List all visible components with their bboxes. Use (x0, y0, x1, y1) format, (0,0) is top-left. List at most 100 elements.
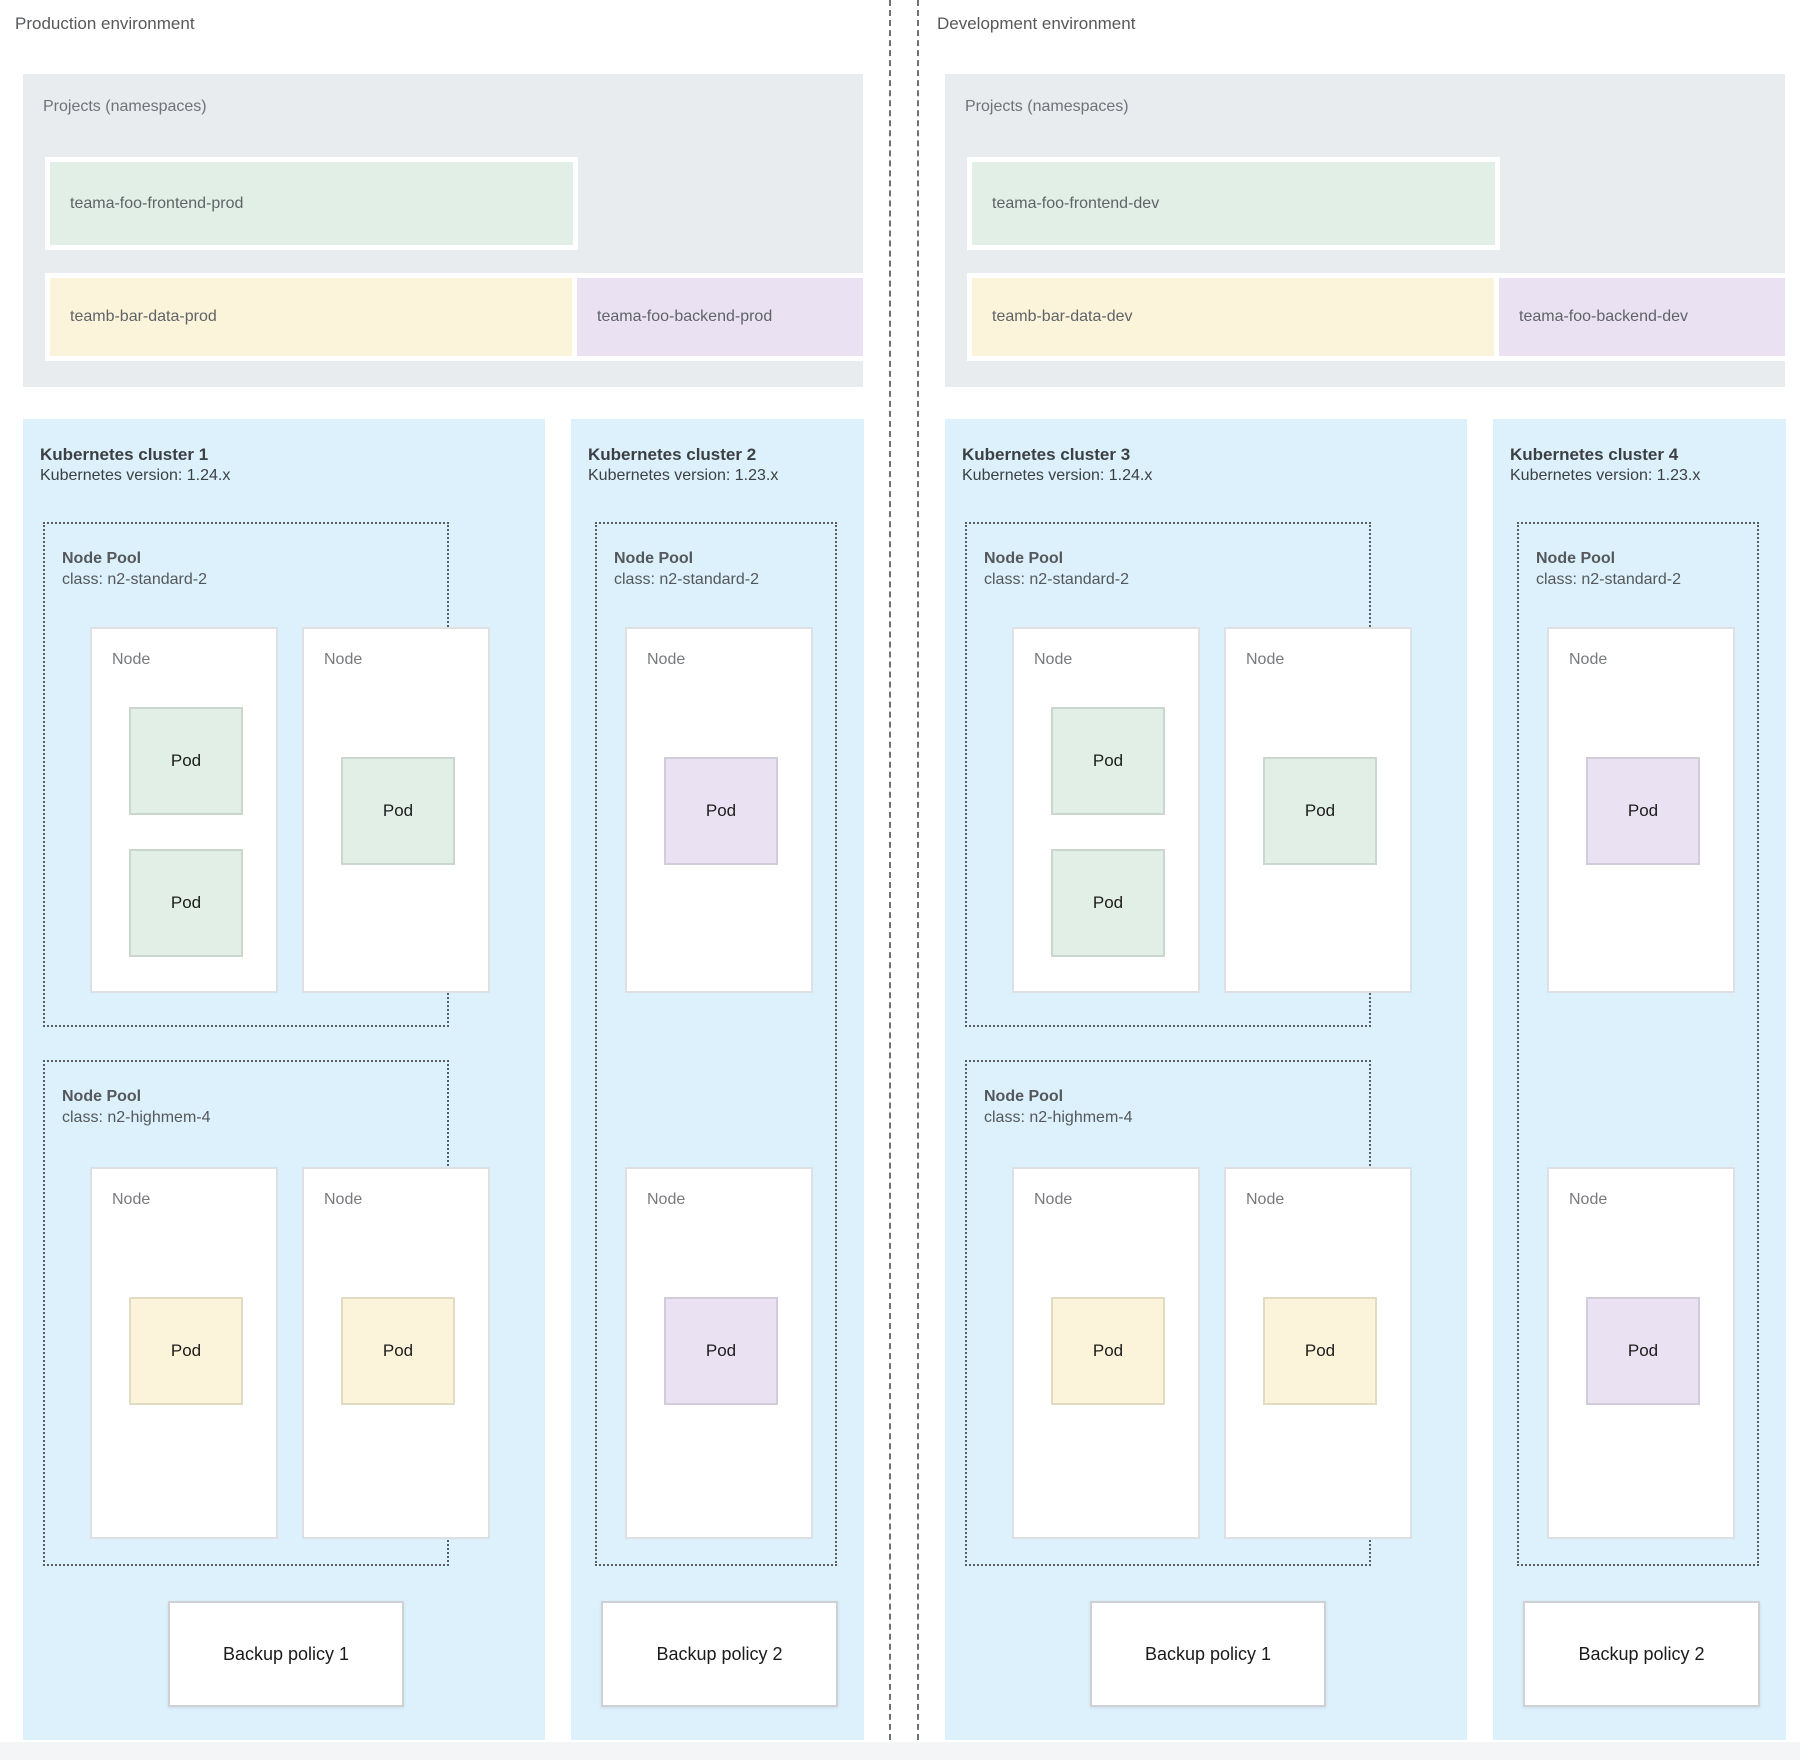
cluster-version: Kubernetes version: 1.23.x (588, 467, 779, 484)
node-label: Node (1246, 1191, 1285, 1208)
namespace-label: teama-foo-backend-prod (597, 308, 773, 325)
pod-box-green: Pod (129, 707, 243, 815)
node-label: Node (324, 651, 363, 668)
pod-box-purple: Pod (1586, 757, 1700, 865)
pod-box-yellow: Pod (129, 1297, 243, 1405)
pod-box-green: Pod (341, 757, 455, 865)
cluster-version: Kubernetes version: 1.24.x (962, 467, 1153, 484)
namespace-label: teamb-bar-data-dev (992, 308, 1133, 325)
cluster-box: Kubernetes cluster 3 Kubernetes version: … (945, 419, 1467, 1740)
namespace-label: teamb-bar-data-prod (70, 308, 217, 325)
namespace-box-purple: teama-foo-backend-dev (1494, 273, 1790, 361)
node-pool-class: class: n2-standard-2 (614, 571, 759, 588)
backup-policy-label: Backup policy 2 (656, 1643, 783, 1664)
pod-box-green: Pod (1051, 707, 1165, 815)
environment-divider-line-left (889, 0, 891, 1760)
cluster-version: Kubernetes version: 1.23.x (1510, 467, 1701, 484)
projects-box: Projects (namespaces)teama-foo-frontend-… (945, 74, 1790, 387)
projects-box: Projects (namespaces) teama-foo-frontend-… (23, 74, 868, 387)
node-pool-class: class: n2-highmem-4 (62, 1109, 211, 1126)
pod-label: Pod (1092, 1341, 1124, 1360)
node-label: Node (647, 651, 686, 668)
pod-label: Pod (1627, 801, 1659, 820)
node-pool-title: Node Pool (614, 550, 694, 567)
pod-box-green: Pod (1051, 849, 1165, 957)
pod-box-green: Pod (1263, 757, 1377, 865)
node-pool-title: Node Pool (984, 1088, 1064, 1105)
node-pool-class: class: n2-standard-2 (984, 571, 1129, 588)
pod-label: Pod (1304, 1341, 1336, 1360)
cluster-title: Kubernetes cluster 3 (962, 445, 1131, 464)
node-pool-title: Node Pool (62, 1088, 142, 1105)
node-label: Node (112, 651, 151, 668)
node-label: Node (112, 1191, 151, 1208)
node-label: Node (1569, 651, 1608, 668)
namespace-label: teama-foo-frontend-dev (992, 194, 1160, 212)
backup-policy-label: Backup policy 1 (1144, 1643, 1272, 1664)
namespace-box-green: teama-foo-frontend-dev (967, 157, 1500, 250)
namespace-box-green: teama-foo-frontend-prod (45, 157, 578, 250)
backup-policy-box: Backup policy 1 (1090, 1601, 1326, 1707)
pod-label: Pod (382, 801, 414, 820)
namespace-box-yellow: teamb-bar-data-dev (967, 273, 1500, 361)
pod-label: Pod (170, 893, 202, 912)
pod-box-purple: Pod (1586, 1297, 1700, 1405)
bottom-edge-strip (0, 1742, 1800, 1760)
backup-policy-label: Backup policy 2 (1578, 1643, 1705, 1664)
node-pool-title: Node Pool (1536, 550, 1616, 567)
namespace-label: teama-foo-backend-dev (1519, 308, 1688, 325)
cluster-box: Kubernetes cluster 1 Kubernetes version: … (23, 419, 545, 1740)
namespace-label: teama-foo-frontend-prod (70, 194, 244, 212)
node-pool-class: class: n2-standard-2 (1536, 571, 1681, 588)
pod-label: Pod (382, 1341, 414, 1360)
node-label: Node (647, 1191, 686, 1208)
projects-title: Projects (namespaces) (43, 98, 207, 115)
pod-label: Pod (705, 801, 737, 820)
cluster-version: Kubernetes version: 1.24.x (40, 467, 231, 484)
node-pool-class: class: n2-standard-2 (62, 571, 207, 588)
pod-label: Pod (705, 1341, 737, 1360)
node-pool-class: class: n2-highmem-4 (984, 1109, 1133, 1126)
namespace-box-purple: teama-foo-backend-prod (572, 273, 868, 361)
backup-policy-box: Backup policy 2 (1523, 1601, 1760, 1707)
environment-divider-line-right (917, 0, 919, 1760)
node-pool-title: Node Pool (984, 550, 1064, 567)
pod-label: Pod (170, 751, 202, 770)
environment-title: Development environment (937, 14, 1136, 33)
node-label: Node (1569, 1191, 1608, 1208)
pod-box-yellow: Pod (1263, 1297, 1377, 1405)
backup-policy-box: Backup policy 1 (168, 1601, 404, 1707)
pod-label: Pod (1092, 751, 1124, 770)
pod-box-green: Pod (129, 849, 243, 957)
node-label: Node (324, 1191, 363, 1208)
node-label: Node (1034, 651, 1073, 668)
pod-box-purple: Pod (664, 757, 778, 865)
pod-box-purple: Pod (664, 1297, 778, 1405)
namespace-box-yellow: teamb-bar-data-prod (45, 273, 578, 361)
backup-policy-box: Backup policy 2 (601, 1601, 838, 1707)
environment-title: Production environment (15, 14, 195, 33)
node-label: Node (1246, 651, 1285, 668)
pod-label: Pod (1304, 801, 1336, 820)
cluster-title: Kubernetes cluster 1 (40, 445, 209, 464)
pod-label: Pod (1627, 1341, 1659, 1360)
